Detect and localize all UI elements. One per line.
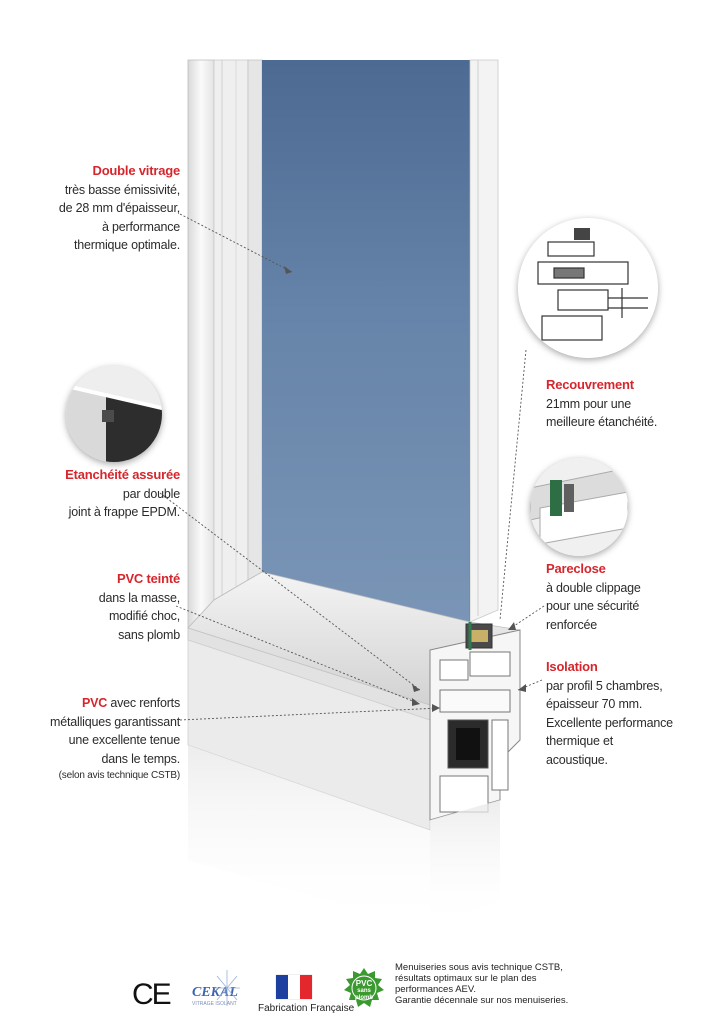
label-pareclose: Pareclose à double clippage pour une séc… <box>546 560 641 634</box>
ce-mark-logo: CE <box>132 978 172 1011</box>
glass-pane <box>262 60 470 622</box>
flag-band-white <box>288 975 300 999</box>
label-line: sans plomb <box>118 627 180 642</box>
pvc-sans-plomb-badge-icon <box>344 968 384 1007</box>
label-pvc-teinte: PVC teinté dans la masse, modifié choc, … <box>99 570 180 644</box>
label-note: (selon avis technique CSTB) <box>58 770 181 781</box>
label-isolation: Isolation par profil 5 chambres, épaisse… <box>546 658 673 769</box>
label-line: dans le temps. <box>101 751 181 766</box>
label-line: thermique optimale. <box>74 238 180 252</box>
flag-band-red <box>300 975 312 999</box>
label-line: épaisseur 70 mm. <box>546 697 643 711</box>
footer-note-line: Menuiseries sous avis technique CSTB, <box>395 962 563 973</box>
footer-note-line: Garantie décennale sur nos menuiseries. <box>395 995 569 1006</box>
label-etancheite: Etanchéité assurée par double joint à fr… <box>65 466 180 522</box>
label-line: renforcée <box>546 617 598 632</box>
label-line: joint à frappe EPDM. <box>68 505 181 519</box>
label-line: thermique et <box>546 734 614 748</box>
label-line: avec renforts <box>107 696 180 710</box>
label-line: acoustique. <box>546 752 608 767</box>
label-line: une excellente tenue <box>68 733 181 747</box>
label-etancheite-title: Etanchéité assurée <box>65 467 180 482</box>
cekal-star-icon <box>214 970 240 1006</box>
label-line: par double <box>122 486 180 501</box>
footer-note: Menuiseries sous avis technique CSTB, ré… <box>395 962 568 1006</box>
footer-note-line: performances AEV. <box>395 984 476 995</box>
label-line: modifié choc, <box>108 609 180 623</box>
pvc-badge-line: plomb <box>355 995 373 1001</box>
window-illustration <box>159 59 545 930</box>
frame-left-inner <box>213 59 249 601</box>
label-line: pour une sécurité <box>546 599 640 613</box>
label-pvc-renforts: PVC avec renforts métalliques garantissa… <box>50 694 180 783</box>
detail-recouvrement-circle <box>518 218 658 358</box>
label-line: 21mm pour une <box>546 396 631 411</box>
label-pvc-renforts-title: PVC <box>81 696 108 710</box>
french-flag-icon <box>276 975 312 999</box>
pvc-badge-line: PVC <box>355 979 373 988</box>
profile-cross-section <box>429 622 521 821</box>
label-line: meilleure étanchéité. <box>546 415 658 429</box>
label-isolation-title: Isolation <box>546 659 598 674</box>
label-line: à performance <box>102 219 180 234</box>
label-line: de 28 mm d'épaisseur, <box>58 201 180 215</box>
label-line: Excellente performance <box>546 715 673 730</box>
label-double-vitrage-title: Double vitrage <box>92 163 181 178</box>
label-pareclose-title: Pareclose <box>546 561 606 576</box>
cekal-logo-subtitle: VITRAGE ISOLANT <box>192 1001 237 1007</box>
label-recouvrement-title: Recouvrement <box>546 377 634 392</box>
label-line: à double clippage <box>546 580 641 595</box>
pvc-badge-line: sans <box>357 988 371 994</box>
pvc-badge-text: PVC sans plomb <box>344 979 384 1002</box>
glass-bead-left <box>247 59 263 581</box>
detail-etancheite-circle <box>66 366 162 462</box>
frame-left <box>187 59 215 630</box>
detail-pareclose-circle <box>530 458 628 556</box>
label-line: par profil 5 chambres, <box>546 678 663 693</box>
label-line: métalliques garantissant <box>50 714 180 729</box>
label-line: très basse émissivité, <box>64 182 180 197</box>
label-pvc-teinte-title: PVC teinté <box>116 571 180 586</box>
footer-note-line: résultats optimaux sur le plan des <box>395 973 537 984</box>
label-double-vitrage: Double vitrage très basse émissivité, de… <box>59 162 180 255</box>
label-recouvrement: Recouvrement 21mm pour une meilleure éta… <box>546 376 657 432</box>
flag-band-blue <box>276 975 288 999</box>
fabrication-francaise-text: Fabrication Française <box>258 1003 355 1014</box>
label-line: dans la masse, <box>98 590 180 605</box>
